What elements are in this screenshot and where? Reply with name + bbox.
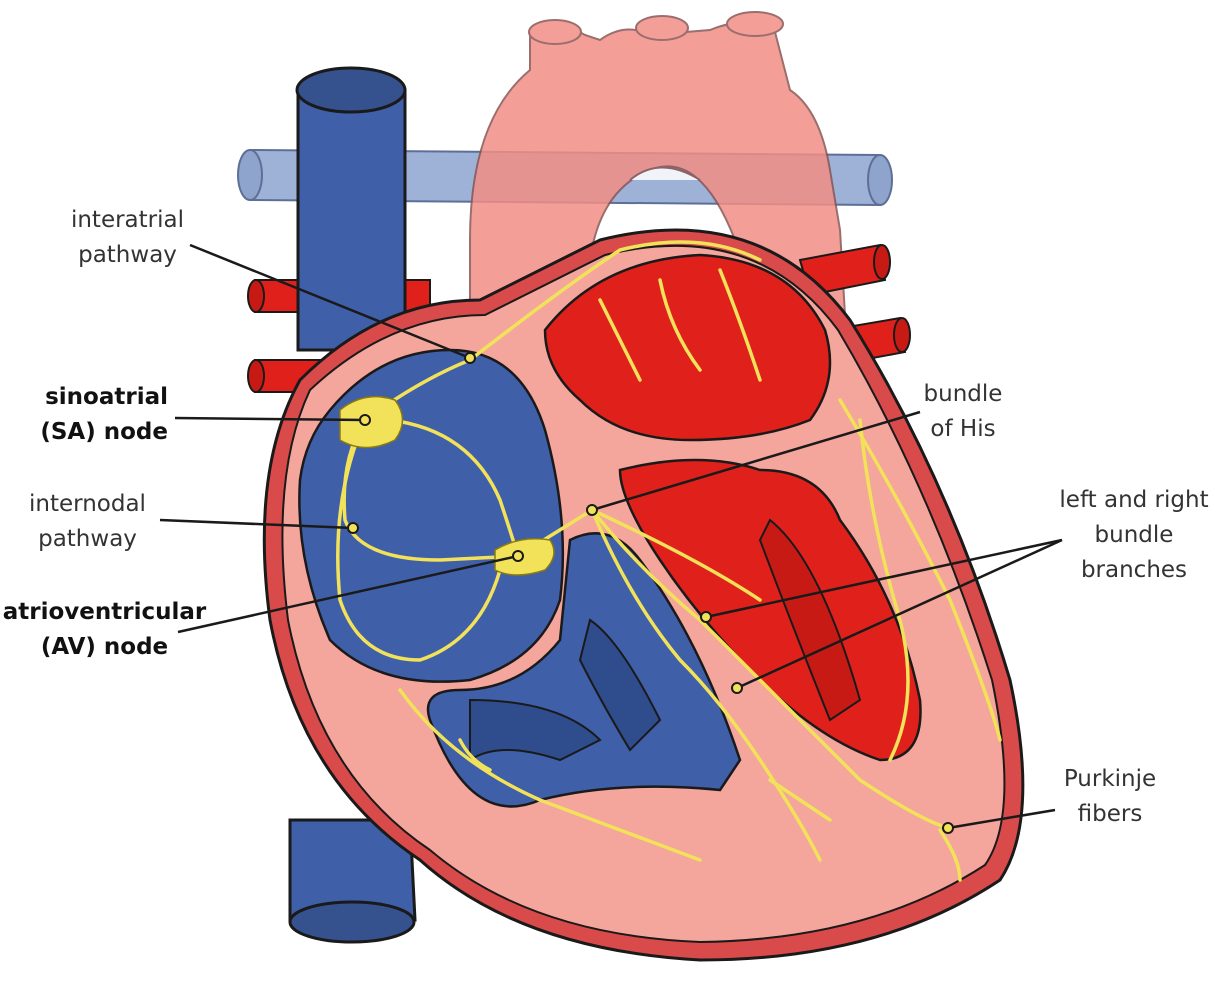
label-branches-line3: branches xyxy=(1080,557,1188,583)
right-ventricle xyxy=(426,532,742,808)
conduction-system xyxy=(336,240,1002,882)
dot-purkinje xyxy=(942,822,954,834)
label-interatrial-pathway: interatrial pathway xyxy=(60,203,195,273)
label-bundle-of-his: bundle of His xyxy=(908,377,1018,447)
left-ventricle xyxy=(618,458,922,762)
label-av-node-line1: atrioventricular xyxy=(2,599,207,625)
pointer-dots xyxy=(347,352,954,834)
leader-av-node xyxy=(177,554,519,634)
label-branches-line1: left and right xyxy=(1059,487,1209,513)
label-sa-node-line1: sinoatrial xyxy=(45,384,168,410)
leader-branch-left xyxy=(705,538,1063,619)
label-bundle-his-line1: bundle xyxy=(923,381,1003,407)
dot-bundle-his xyxy=(586,504,598,516)
leader-branch-right xyxy=(736,538,1063,690)
label-sa-node: sinoatrial (SA) node xyxy=(10,380,168,450)
dot-branch-left xyxy=(700,611,712,623)
av-node xyxy=(494,538,555,576)
label-purkinje-line1: Purkinje xyxy=(1063,766,1157,792)
label-interatrial-line2: pathway xyxy=(78,242,177,268)
left-atrium xyxy=(543,253,832,442)
leader-interatrial xyxy=(189,243,471,360)
leader-internodal xyxy=(159,518,354,530)
leader-purkinje xyxy=(947,808,1056,830)
label-internodal-line2: pathway xyxy=(38,526,137,552)
sa-node xyxy=(339,395,404,449)
label-sa-node-line2: (SA) node xyxy=(40,419,168,445)
label-av-node: atrioventricular (AV) node xyxy=(2,595,207,665)
label-av-node-line2: (AV) node xyxy=(40,634,169,660)
dot-interatrial xyxy=(464,352,476,364)
leader-lines xyxy=(159,243,1063,830)
leader-sa-node xyxy=(174,416,366,422)
label-purkinje-line2: fibers xyxy=(1077,801,1143,827)
label-bundle-branches: left and right bundle branches xyxy=(1045,483,1223,588)
label-internodal-pathway: internodal pathway xyxy=(15,487,160,557)
dot-sa-node xyxy=(359,414,371,426)
leader-bundle-his xyxy=(591,410,921,512)
dot-branch-right xyxy=(731,682,743,694)
label-internodal-line1: internodal xyxy=(29,491,146,517)
label-interatrial-line1: interatrial xyxy=(70,207,185,233)
label-branches-line2: bundle xyxy=(1094,522,1174,548)
dot-av-node xyxy=(512,550,524,562)
dot-internodal xyxy=(347,522,359,534)
label-bundle-his-line2: of His xyxy=(930,416,996,442)
label-purkinje-fibers: Purkinje fibers xyxy=(1050,762,1170,832)
